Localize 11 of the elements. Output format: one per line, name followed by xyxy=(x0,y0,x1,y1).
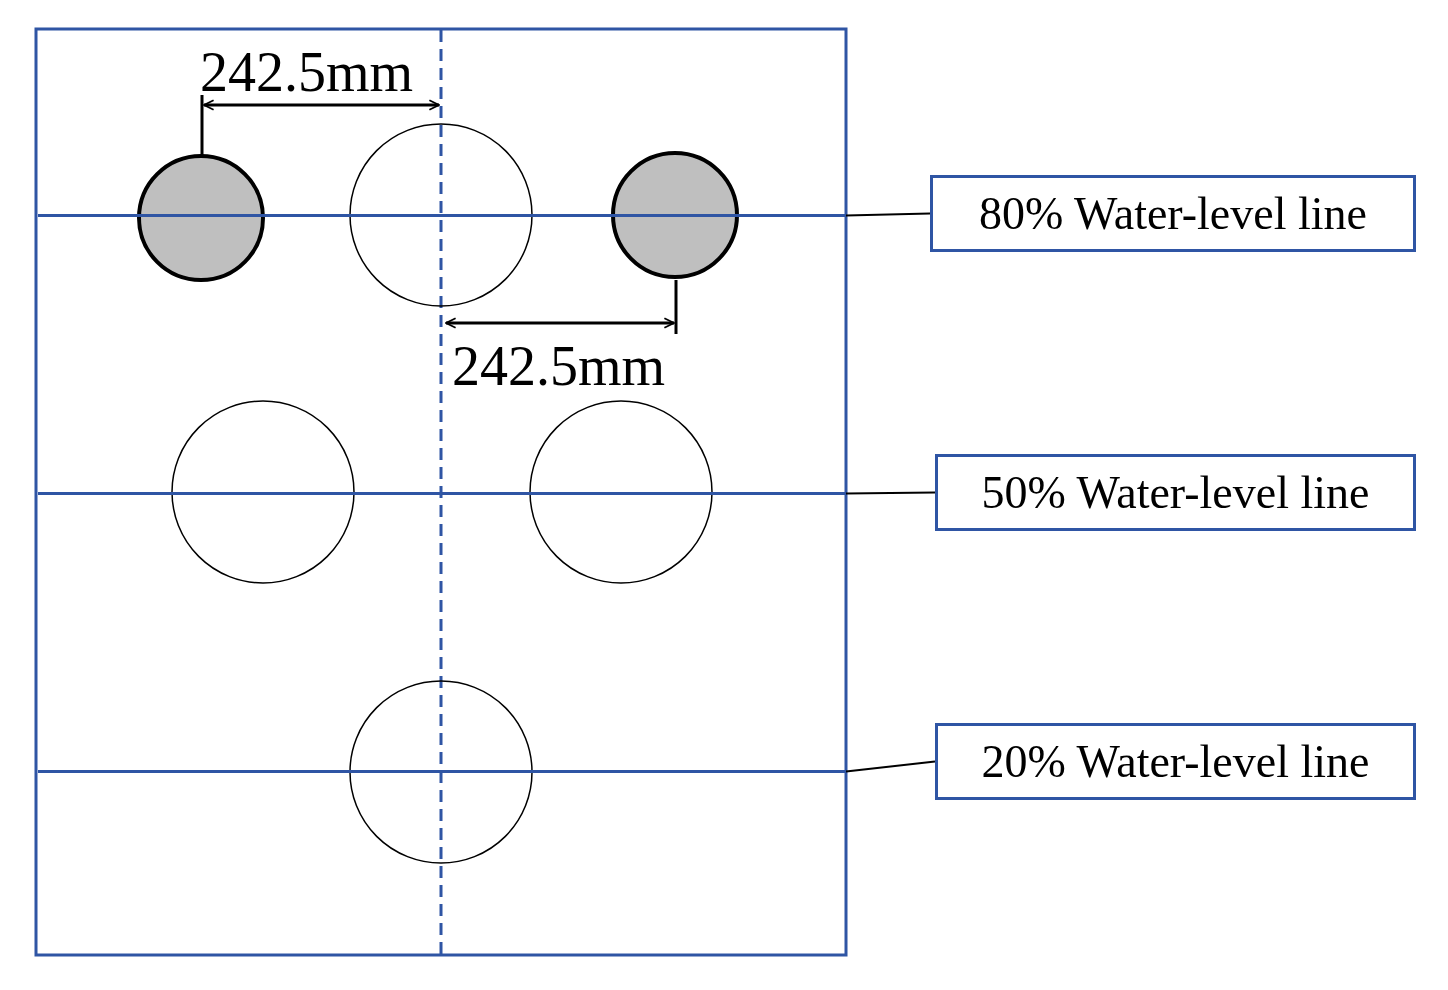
leader-line xyxy=(845,760,936,773)
dimension-label: 242.5mm xyxy=(452,338,666,394)
water-level-line xyxy=(38,214,846,217)
label-box: 80% Water-level line xyxy=(930,175,1416,252)
dimension-label: 242.5mm xyxy=(200,44,414,100)
water-level-line xyxy=(38,492,846,495)
leader-line xyxy=(845,491,936,495)
label-box: 20% Water-level line xyxy=(935,723,1416,800)
leader-line xyxy=(845,212,931,217)
water-level-line xyxy=(38,770,846,773)
label-box: 50% Water-level line xyxy=(935,454,1416,531)
